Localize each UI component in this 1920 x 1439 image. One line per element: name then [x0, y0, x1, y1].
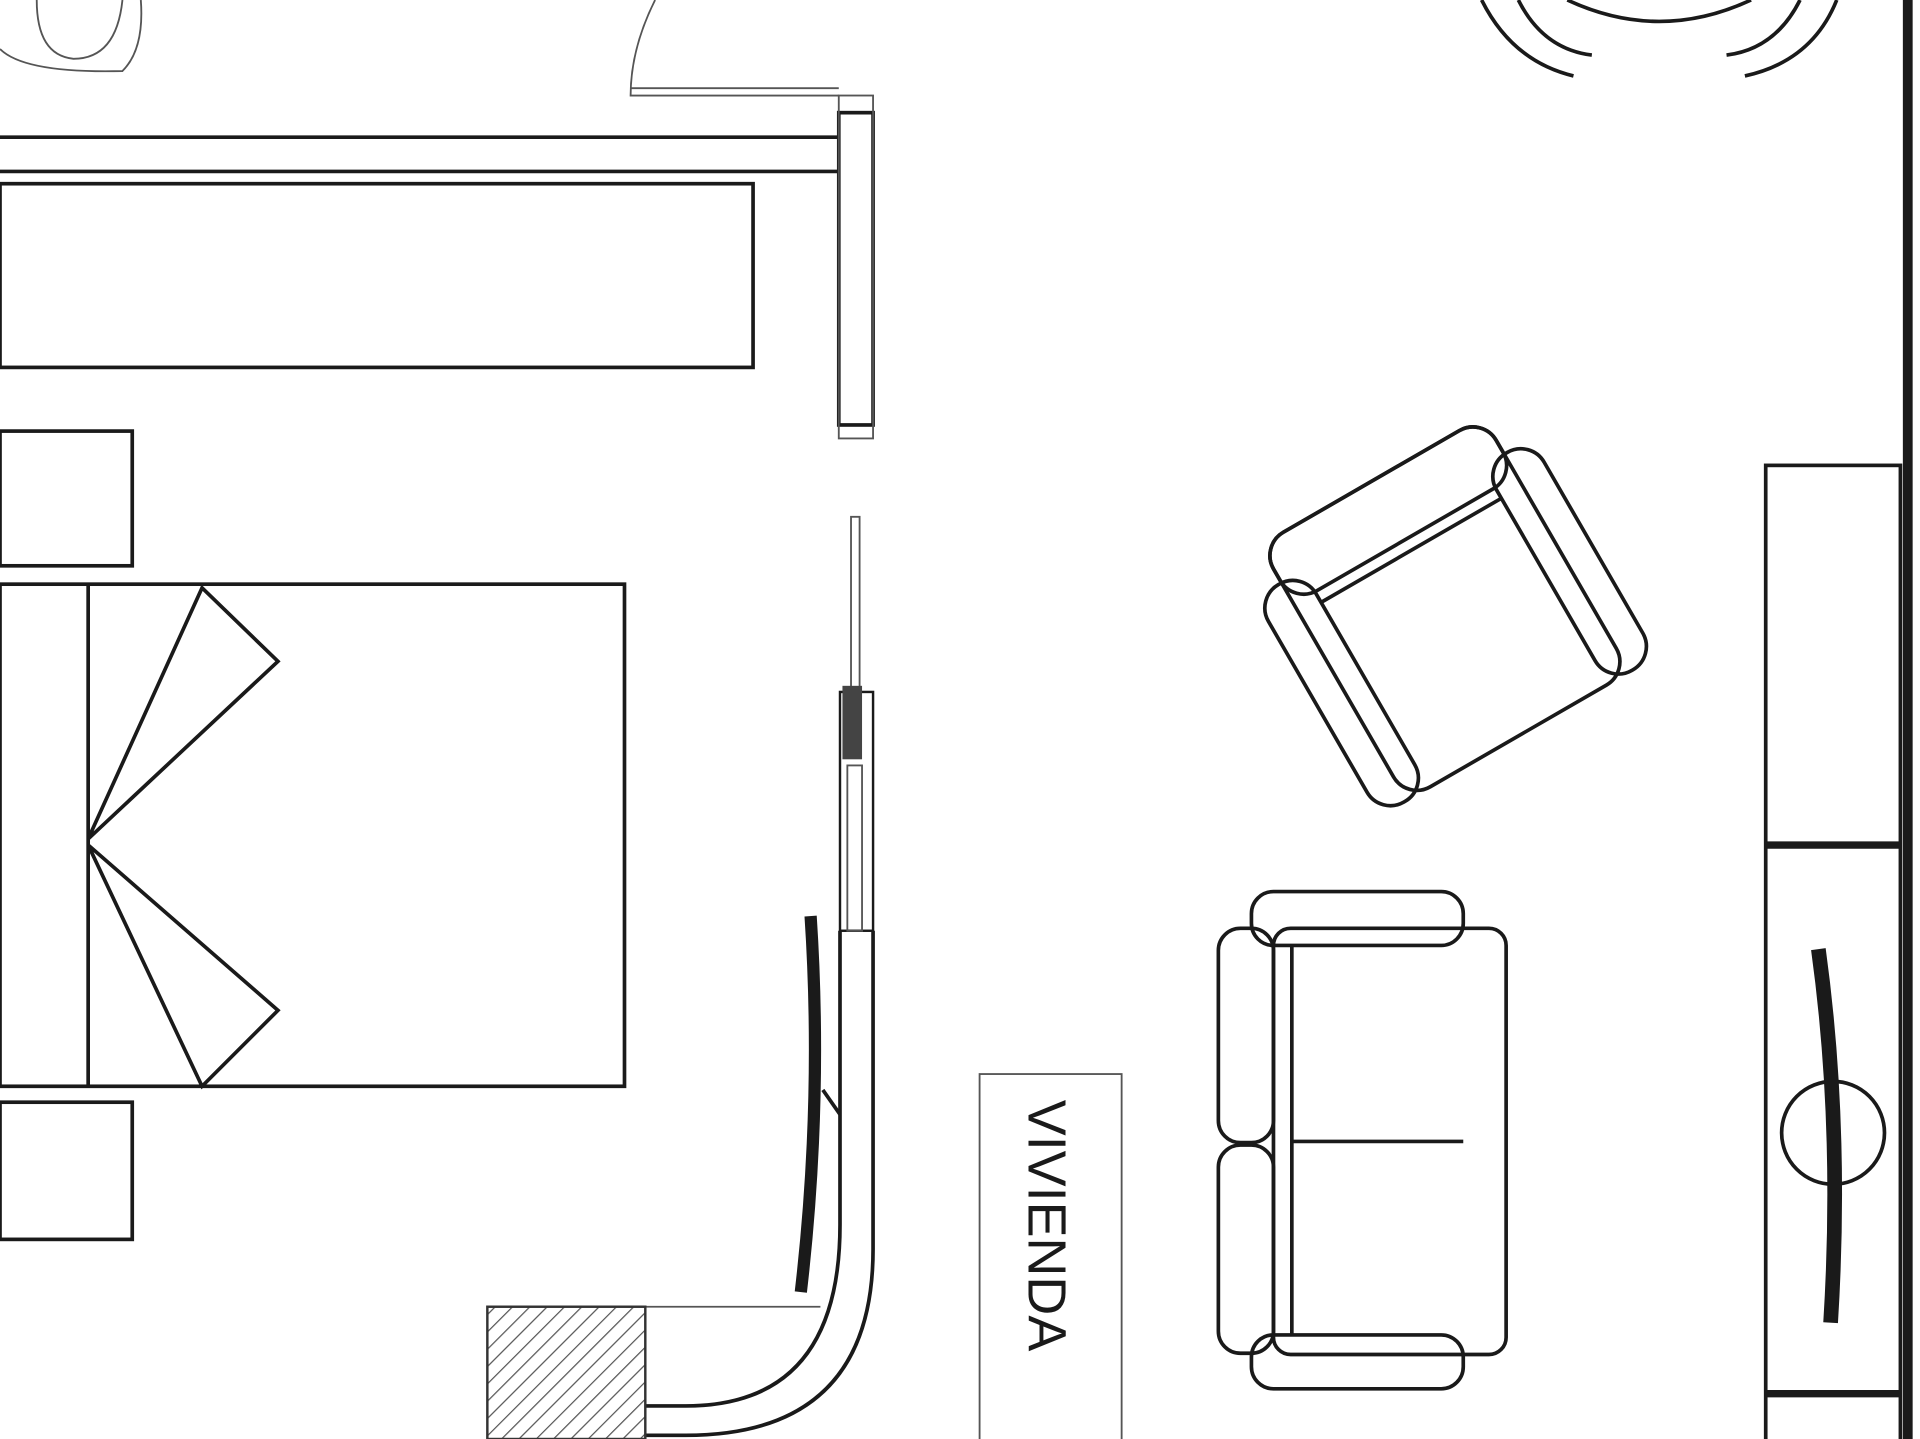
wardrobe: [0, 181, 755, 370]
hatched-column: [486, 1305, 647, 1439]
cabinet: [1763, 463, 1903, 1439]
pillow: [86, 843, 281, 1090]
chair: [1479, 0, 1574, 78]
room-label: VIVIENDA: [1017, 1100, 1077, 1352]
pillow: [86, 584, 281, 841]
sliding-door: [838, 515, 875, 932]
door-leaf: [794, 915, 842, 1293]
sofa: [1216, 889, 1508, 1391]
nightstand: [0, 1100, 135, 1242]
nightstand: [0, 429, 135, 568]
room-label-box: VIVIENDA: [978, 1073, 1123, 1439]
chair: [1726, 0, 1802, 57]
chair: [1516, 0, 1593, 57]
door-swing: [629, 0, 839, 97]
armchair: [1263, 425, 1649, 808]
round-table: [1479, 0, 1839, 78]
curved-wall: [645, 930, 875, 1438]
double-bed: [0, 582, 627, 1090]
chair: [1744, 0, 1839, 78]
toilet: [0, 0, 143, 73]
